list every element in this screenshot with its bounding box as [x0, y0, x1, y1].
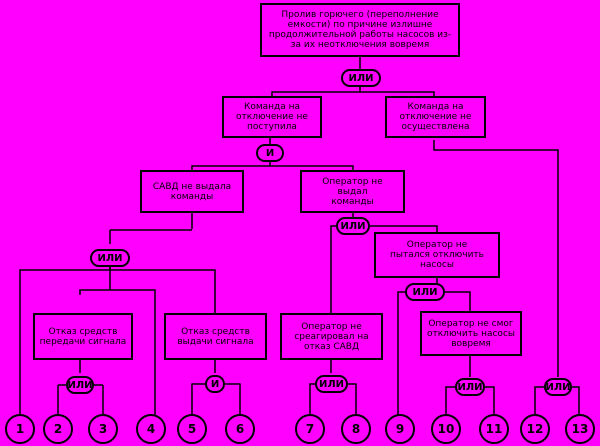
basic-event-5: 5	[177, 414, 207, 444]
gate-and-1: И	[256, 144, 284, 162]
event-operator-no-command: Оператор не выдал команды	[300, 170, 405, 213]
gate-or-10-11: ИЛИ	[455, 378, 485, 396]
basic-event-9: 9	[385, 414, 415, 444]
gate-or-2-3: ИЛИ	[66, 376, 94, 394]
gate-and-5-6: И	[205, 375, 225, 393]
basic-event-12: 12	[520, 414, 550, 444]
event-savd-no-command: САВД не выдала команды	[140, 170, 244, 213]
basic-event-7: 7	[295, 414, 325, 444]
basic-event-4: 4	[136, 414, 166, 444]
basic-event-3: 3	[88, 414, 118, 444]
event-command-not-received: Команда на отключение не поступила	[222, 96, 322, 138]
basic-event-11: 11	[479, 414, 509, 444]
basic-event-1: 1	[5, 414, 35, 444]
event-operator-no-try: Оператор не пытался отключить насосы	[374, 232, 500, 278]
basic-event-10: 10	[431, 414, 461, 444]
basic-event-2: 2	[43, 414, 73, 444]
gate-or-7-8: ИЛИ	[315, 375, 348, 393]
event-fail-transmit-signal: Отказ средств передачи сигнала	[33, 313, 133, 360]
event-command-not-executed: Команда на отключение не осуществлена	[385, 96, 486, 138]
event-fail-issue-signal: Отказ средств выдачи сигнала	[164, 313, 267, 360]
gate-savd-or: ИЛИ	[90, 249, 130, 267]
event-operator-cannot: Оператор не смог отключить насосы воврем…	[420, 311, 522, 356]
top-event-box: Пролив горючего (переполнение емкости) п…	[260, 3, 460, 57]
gate-or-12-13: ИЛИ	[544, 378, 572, 396]
basic-event-6: 6	[225, 414, 255, 444]
gate-operator-try-or: ИЛИ	[405, 283, 445, 301]
basic-event-13: 13	[565, 414, 595, 444]
gate-top-or: ИЛИ	[341, 69, 381, 87]
gate-operator-or: ИЛИ	[336, 217, 370, 235]
event-operator-no-react: Оператор не среагировал на отказ САВД	[280, 313, 383, 360]
basic-event-8: 8	[341, 414, 371, 444]
